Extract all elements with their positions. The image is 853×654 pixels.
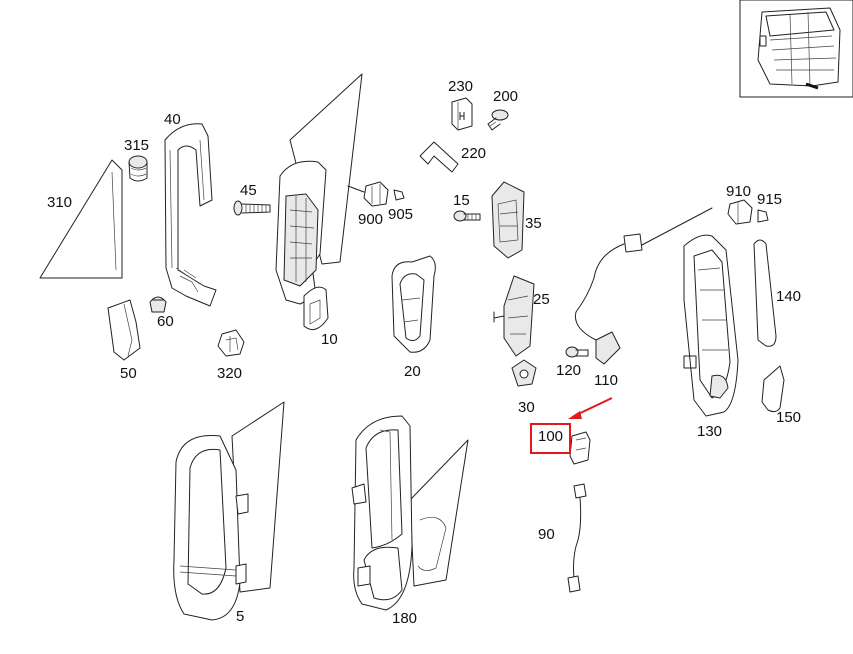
part-310-triangle-cover: [39, 159, 123, 279]
part-30-socket: [511, 359, 537, 387]
part-315-grommet: [128, 155, 148, 182]
label-310: 310: [47, 194, 73, 211]
callout-arrow: [568, 397, 613, 419]
label-200: 200: [493, 88, 519, 105]
part-20-frame: [391, 255, 436, 353]
part-220-bracket: [419, 141, 459, 173]
part-45-screw: [233, 200, 271, 216]
label-90: 90: [538, 526, 555, 543]
label-45: 45: [240, 182, 257, 199]
part-100-module: [569, 431, 591, 465]
label-100: 100: [538, 428, 564, 445]
label-40: 40: [164, 111, 181, 128]
label-10: 10: [321, 331, 338, 348]
label-35: 35: [525, 215, 542, 232]
part-5-mirror-assembly: [173, 401, 285, 621]
part-25-motor: [493, 275, 535, 357]
label-230: 230: [448, 78, 474, 95]
label-150: 150: [776, 409, 802, 426]
label-20: 20: [404, 363, 421, 380]
part-90-cable: [567, 483, 587, 593]
part-10-mirror-base: [275, 73, 363, 331]
label-15: 15: [453, 192, 470, 209]
part-130-housing: [683, 234, 739, 417]
label-320: 320: [217, 365, 243, 382]
part-320-clip: [217, 329, 245, 357]
label-130: 130: [697, 423, 723, 440]
label-905: 905: [388, 206, 414, 223]
label-315: 315: [124, 137, 150, 154]
label-60: 60: [157, 313, 174, 330]
part-150-glass: [761, 365, 785, 413]
label-5: 5: [236, 608, 245, 625]
label-30: 30: [518, 399, 535, 416]
part-900-connector: [347, 181, 389, 207]
vehicle-inset: [739, 0, 853, 98]
part-35-plate: [491, 181, 525, 259]
label-900: 900: [358, 211, 384, 228]
part-60-clip: [149, 296, 167, 313]
part-910-connector: [727, 199, 753, 225]
part-905-plug: [393, 189, 405, 201]
label-220: 220: [461, 145, 487, 162]
part-120-screw: [565, 346, 589, 358]
part-15-screw: [453, 210, 481, 222]
part-915-plug: [757, 209, 769, 223]
highlight-box: [530, 423, 571, 454]
part-140-glass: [753, 239, 777, 347]
label-180: 180: [392, 610, 418, 627]
label-25: 25: [533, 291, 550, 308]
part-40-arm-cover: [164, 123, 217, 307]
label-910: 910: [726, 183, 752, 200]
part-180-frame: [351, 415, 469, 611]
label-50: 50: [120, 365, 137, 382]
label-120: 120: [556, 362, 582, 379]
label-915: 915: [757, 191, 783, 208]
part-200-screw: [487, 109, 509, 131]
part-50-cover: [107, 299, 141, 361]
part-110-cable: [574, 207, 713, 365]
label-140: 140: [776, 288, 802, 305]
part-230-block: [451, 97, 473, 131]
label-110: 110: [594, 372, 618, 389]
